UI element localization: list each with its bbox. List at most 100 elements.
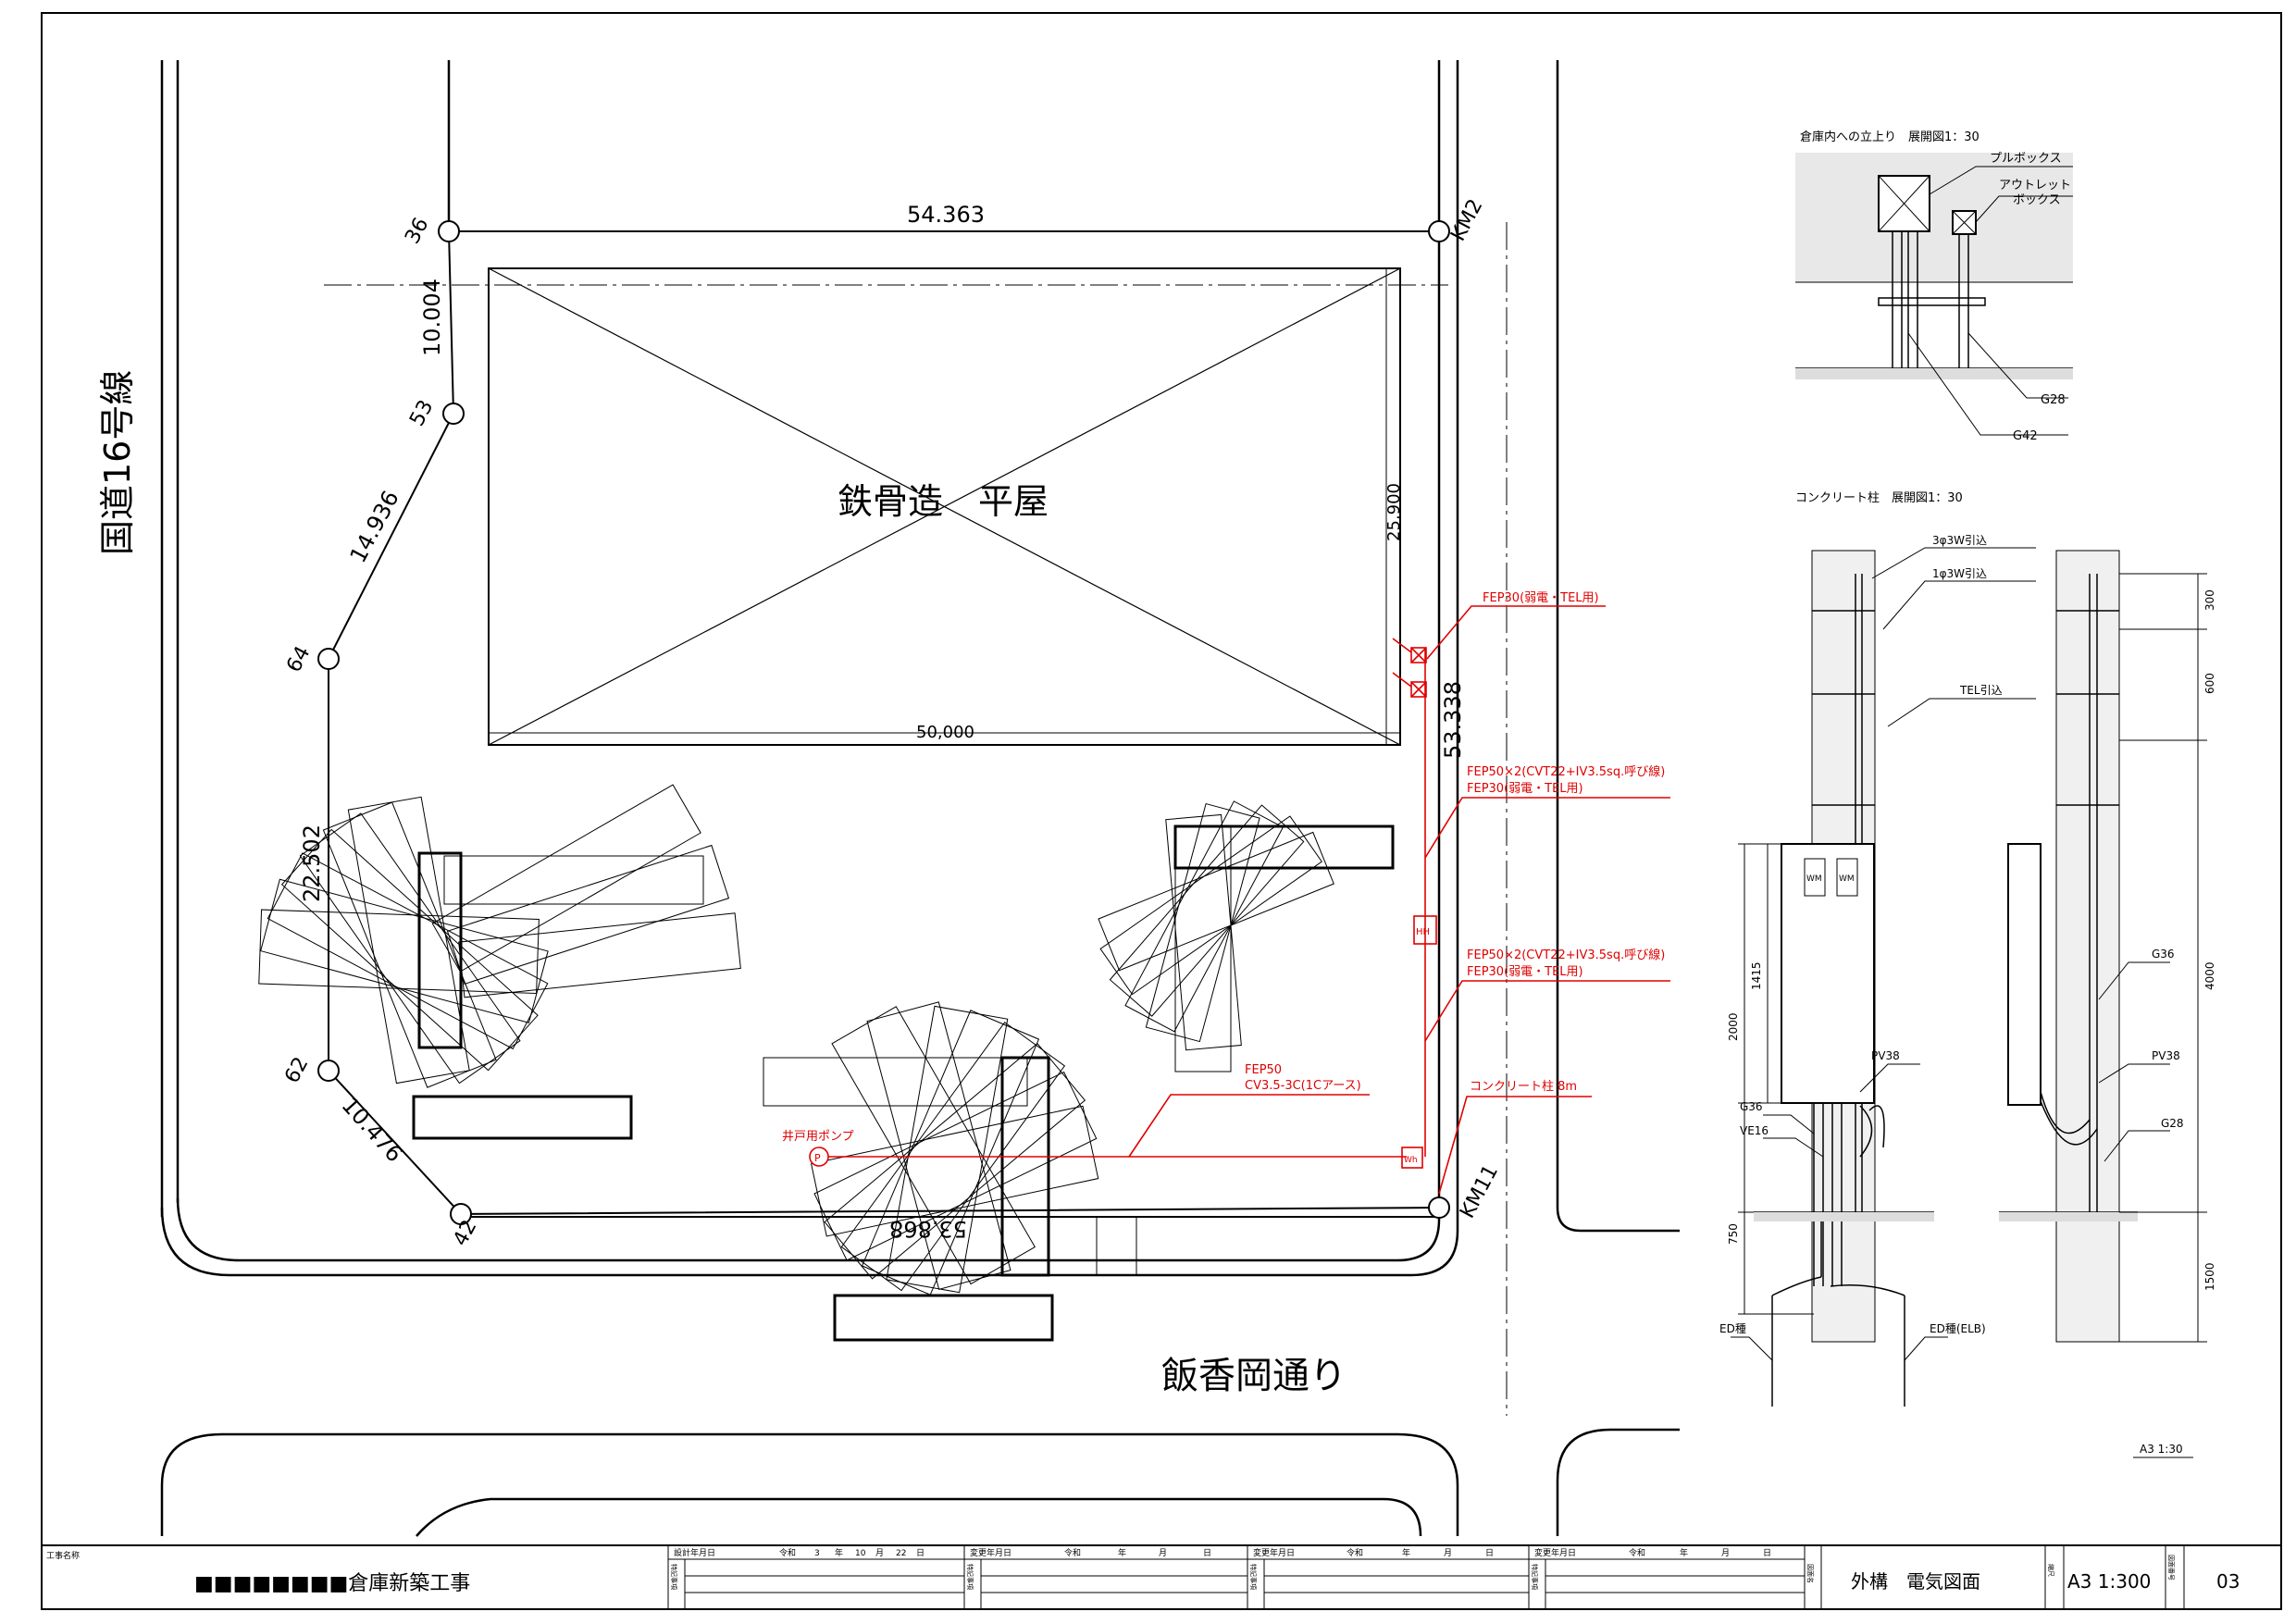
sheet-no-caption: 図面番号: [2167, 1555, 2175, 1581]
dim-2000: 2000: [1727, 1012, 1740, 1041]
point-53: 53: [405, 396, 438, 429]
road-south: 飯香岡通り: [1161, 1355, 1347, 1397]
change-era-3: 令和: [1629, 1547, 1645, 1558]
dim-300: 300: [2203, 589, 2216, 611]
label-1phase: 1φ3W引込: [1932, 567, 1987, 580]
label-pole: コンクリート柱 8m: [1470, 1080, 1577, 1094]
building-label: 鉄骨造 平屋: [838, 481, 1049, 522]
design-month: 10: [855, 1549, 866, 1558]
dist-36-53: 10.004: [419, 279, 445, 356]
label-hh: HH: [1416, 927, 1430, 937]
label-3phase: 3φ3W引込: [1932, 534, 1987, 547]
detail-warehouse-riser: 倉庫内への立上り 展開図1：30 プルボックス アウトレット ボックス G28 …: [1795, 130, 2073, 443]
dist-east: 53.338: [1440, 681, 1466, 759]
drawing-name: 外構 電気図面: [1851, 1570, 1980, 1593]
change-month-1: 月: [1159, 1548, 1167, 1558]
note-caption-3: 特記事項: [1249, 1564, 1258, 1590]
dim-750: 750: [1727, 1223, 1740, 1245]
electrical-routing: [809, 605, 1670, 1195]
note-caption-4: 特記事項: [1531, 1564, 1539, 1590]
building-footprint: [488, 267, 1401, 746]
outlet-label-2: ボックス: [2013, 193, 2061, 207]
scale: A3 1:300: [2067, 1570, 2151, 1593]
dist-62-42: 10.476: [337, 1092, 408, 1167]
detail-concrete-pole: コンクリート柱 展開図1：30 WM WM: [1719, 491, 2216, 1458]
dist-south: 53.868: [889, 1216, 967, 1242]
sheet-no: 03: [2216, 1570, 2240, 1593]
wm-2: WM: [1839, 874, 1855, 884]
detail-pole-title: コンクリート柱 展開図1：30: [1795, 491, 1963, 505]
outlet-label-1: アウトレット: [1999, 179, 2071, 192]
label-ed-left: ED種: [1719, 1322, 1746, 1335]
point-36: 36: [401, 214, 433, 247]
project-name: ■■■■■■■■倉庫新築工事: [194, 1572, 470, 1595]
pull-box-label: プルボックス: [1990, 152, 2062, 166]
dim-4000: 4000: [2203, 961, 2216, 990]
meter-symbol: Wh: [1404, 1156, 1418, 1165]
electrical-labels: FEP30(弱電・TEL用) FEP50×2(CVT22+IV3.5sq.呼び線…: [782, 591, 1665, 1165]
label-ve16: VE16: [1740, 1124, 1769, 1137]
label-fep50-c1: FEP50: [1245, 1063, 1282, 1077]
warehouse-g42: G42: [2013, 429, 2038, 443]
design-year-unit: 年: [835, 1547, 843, 1558]
design-era: 令和: [779, 1547, 796, 1558]
dist-64-62: 22.502: [299, 824, 325, 902]
change-day-3: 日: [1763, 1548, 1771, 1558]
dist-north: 54.363: [907, 202, 985, 228]
dim-1500: 1500: [2203, 1262, 2216, 1291]
label-g36-left: G36: [1740, 1100, 1763, 1113]
label-tel: TEL引込: [1959, 684, 2003, 697]
label-g36-right: G36: [2152, 948, 2175, 961]
pump-symbol: P: [814, 1152, 821, 1164]
change-month-2: 月: [1444, 1548, 1452, 1558]
label-fep50-b1: FEP50×2(CVT22+IV3.5sq.呼び線): [1467, 948, 1665, 962]
design-day: 22: [896, 1549, 906, 1558]
design-month-unit: 月: [875, 1548, 884, 1558]
detail-warehouse-title: 倉庫内への立上り 展開図1：30: [1800, 130, 1980, 144]
roads: [160, 60, 1680, 1537]
scale-caption: 縮尺: [2047, 1564, 2055, 1577]
change-year-2: 年: [1402, 1547, 1410, 1558]
note-caption-2: 特記事項: [966, 1564, 974, 1590]
label-fep50-b2: FEP30(弱電・TEL用): [1467, 965, 1583, 979]
point-64: 64: [282, 642, 315, 676]
point-km11: KM11: [1456, 1161, 1503, 1222]
change-day-1: 日: [1203, 1548, 1211, 1558]
change-era-2: 令和: [1347, 1547, 1363, 1558]
change-era-1: 令和: [1064, 1547, 1081, 1558]
change-day-2: 日: [1485, 1548, 1494, 1558]
warehouse-g28: G28: [2041, 393, 2066, 407]
label-fep50-a2: FEP30(弱電・TEL用): [1467, 782, 1583, 796]
dim-600: 600: [2203, 673, 2216, 694]
change-caption-3: 変更年月日: [1534, 1547, 1576, 1558]
design-day-unit: 日: [916, 1548, 925, 1558]
label-fep50-c2: CV3.5-3C(1Cアース): [1245, 1079, 1361, 1093]
design-date-caption: 設計年月日: [674, 1547, 715, 1558]
change-caption-1: 変更年月日: [970, 1547, 1011, 1558]
label-fep30-top: FEP30(弱電・TEL用): [1483, 591, 1599, 605]
label-ed-right: ED種(ELB): [1930, 1322, 1986, 1335]
wm-1: WM: [1806, 874, 1822, 884]
survey-distances: 54.363 10.004 14.936 22.502 10.476 53.86…: [299, 202, 1466, 1242]
scale-note: A3 1:30: [2140, 1443, 2183, 1456]
design-year: 3: [814, 1549, 820, 1558]
change-year-3: 年: [1680, 1547, 1688, 1558]
parking-spaces: [412, 824, 1395, 1342]
building-width: 50,000: [916, 723, 974, 742]
label-pump: 井戸用ポンプ: [782, 1130, 854, 1144]
point-62: 62: [280, 1053, 313, 1086]
project-caption: 工事名称: [46, 1550, 80, 1561]
point-km2: KM2: [1446, 195, 1487, 245]
drawing-name-caption: 図面名: [1806, 1564, 1815, 1583]
label-pv38-right: PV38: [2152, 1049, 2180, 1062]
change-year-1: 年: [1118, 1547, 1126, 1558]
site-boundary: [328, 230, 1440, 1216]
change-caption-2: 変更年月日: [1253, 1547, 1295, 1558]
survey-markers: [317, 220, 1450, 1225]
title-block: 工事名称 設計年月日 令和 3 年 10 月 22 日 変更年月日 令和 年 月…: [41, 1544, 2282, 1610]
label-pv38-left: PV38: [1871, 1049, 1900, 1062]
road-west: 国道16号線: [97, 370, 138, 555]
change-month-3: 月: [1721, 1548, 1730, 1558]
dim-1415: 1415: [1750, 961, 1763, 990]
